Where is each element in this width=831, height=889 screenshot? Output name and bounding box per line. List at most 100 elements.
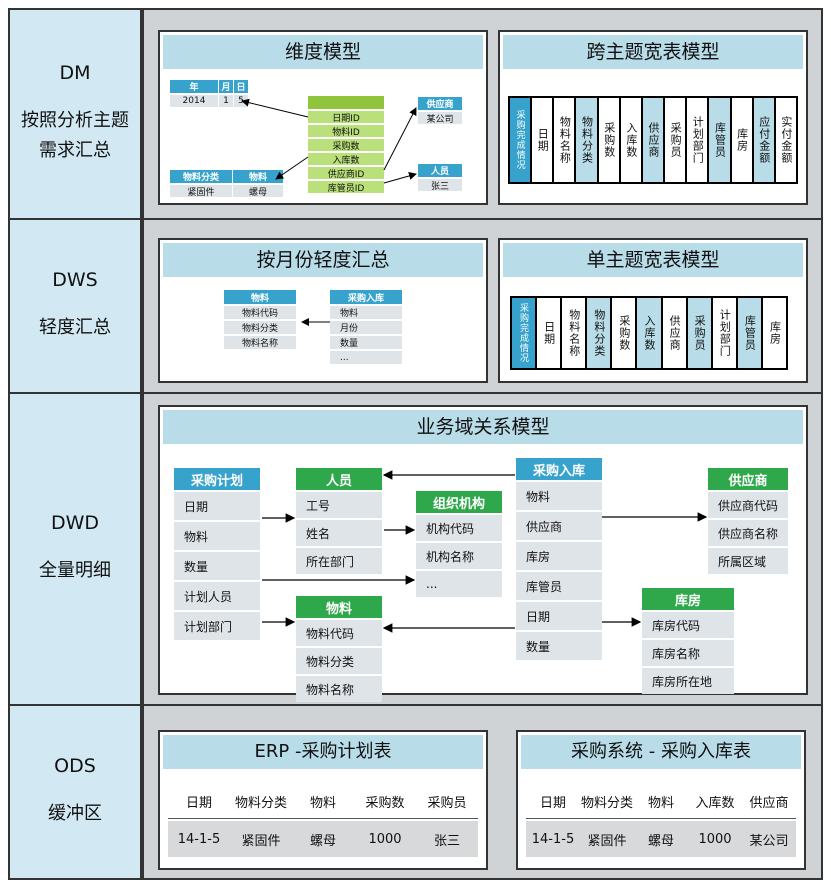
dwd-supplier-head: 供应商 [708, 468, 788, 490]
ods-erp-header: 采购数 [365, 795, 405, 811]
wide-col: 采购数 [596, 96, 621, 184]
ods-pur-divider [526, 818, 796, 819]
dwd-inbound-row: 库房 [516, 541, 602, 570]
ods-erp-header: 物料 [309, 795, 336, 811]
dws-material-head: 物料 [224, 290, 296, 304]
dws-inbound-row: 月份 [330, 320, 402, 334]
month-summary-title: 按月份轻度汇总 [163, 243, 483, 277]
dws-inbound-row: 数量 [330, 335, 402, 349]
wide-col: 入库数 [618, 96, 643, 184]
ods-erp-cell: 张三 [433, 833, 460, 849]
dwd-plan-head: 采购计划 [174, 468, 260, 490]
dim-material-val-name: 螺母 [233, 184, 283, 198]
wide-col: 库管员 [707, 96, 732, 184]
fact-row: 供应商ID [308, 166, 384, 180]
dim-keeper-head: 人员 [418, 164, 462, 177]
dwd-inbound-head: 采购入库 [516, 458, 602, 480]
wide-col: 库房 [729, 96, 754, 184]
dwd-org-row: 机构名称 [416, 542, 502, 569]
single-col: 库管员 [735, 296, 763, 370]
dwd-inbound-row: 库管员 [516, 571, 602, 600]
dim-model-title: 维度模型 [163, 35, 483, 69]
wide-model-title: 跨主题宽表模型 [503, 35, 803, 69]
dwd-person-head: 人员 [296, 468, 382, 490]
fact-row: 入库数 [308, 152, 384, 166]
dwd-material-head: 物料 [296, 596, 382, 618]
ods-pur-cell: 紧固件 [587, 833, 627, 849]
ods-pur-cell: 1000 [698, 831, 732, 847]
ods-erp-header: 物料分类 [234, 795, 287, 811]
single-col: 采购数 [610, 296, 638, 370]
dwd-org-row: ... [416, 570, 502, 597]
single-model-title: 单主题宽表模型 [503, 243, 803, 277]
dim-supplier-val: 某公司 [418, 111, 462, 125]
dwd-inbound-row: 物料 [516, 481, 602, 510]
ods-erp-cell: 1000 [368, 831, 402, 847]
ods-erp-header: 日期 [185, 795, 212, 811]
dwd-person-row: 所在部门 [296, 547, 382, 574]
time-val-day: 5 [234, 94, 248, 107]
wide-col: 物料分类 [574, 96, 599, 184]
fact-row: 采购数 [308, 138, 384, 152]
ods-pur-header: 物料分类 [580, 795, 633, 811]
erp-table-title: ERP -采购计划表 [163, 735, 483, 769]
dwd-warehouse-row: 库房所在地 [642, 667, 734, 694]
dwd-org-row: 机构代码 [416, 514, 502, 541]
wide-col: 计划部门 [685, 96, 710, 184]
wide-col: 采购员 [663, 96, 688, 184]
dwd-material-row: 物料分类 [296, 647, 382, 674]
layer-code: DM [59, 62, 91, 84]
dwd-warehouse-row: 库房名称 [642, 639, 734, 666]
wide-col: 日期 [530, 96, 555, 184]
dwd-org-head: 组织机构 [416, 491, 502, 513]
dws-inbound-row: ... [330, 350, 402, 364]
dwd-plan-row: 物料 [174, 521, 260, 550]
ods-pur-header: 日期 [539, 795, 566, 811]
single-col: 采购员 [685, 296, 713, 370]
dws-material-row: 物料名称 [224, 335, 296, 349]
dwd-person-row: 工号 [296, 491, 382, 518]
dws-material-row: 物料分类 [224, 320, 296, 334]
dwd-material-row: 物料名称 [296, 675, 382, 702]
dws-material-row: 物料代码 [224, 305, 296, 319]
layer-desc: 轻度汇总 [39, 317, 111, 338]
dwd-plan-row: 日期 [174, 491, 260, 520]
fact-row: 日期ID [308, 110, 384, 124]
wide-col: 物料名称 [552, 96, 577, 184]
ods-pur-header: 物料 [647, 795, 674, 811]
ods-erp-header: 采购员 [427, 795, 467, 811]
fact-row: 库管员ID [308, 180, 384, 194]
dwd-plan-row: 计划部门 [174, 611, 260, 640]
time-head-year: 年 [170, 80, 218, 93]
single-col: 日期 [535, 296, 563, 370]
single-col: 物料分类 [585, 296, 613, 370]
dwd-supplier-row: 供应商代码 [708, 491, 788, 518]
ods-pur-cell: 14-1-5 [531, 831, 575, 847]
layer-code: ODS [54, 755, 96, 777]
dwd-supplier-row: 所属区域 [708, 547, 788, 574]
ods-pur-cell: 某公司 [749, 833, 789, 849]
ods-pur-cell: 螺母 [647, 833, 674, 849]
time-val-year: 2014 [170, 94, 218, 107]
dwd-inbound-row: 供应商 [516, 511, 602, 540]
single-col: 入库数 [635, 296, 663, 370]
dwd-warehouse-row: 库房代码 [642, 611, 734, 638]
wide-col: 实付金额 [773, 96, 798, 184]
dws-inbound-head: 采购入库 [330, 290, 402, 304]
fact-row: 物料ID [308, 124, 384, 138]
time-head-month: 月 [219, 80, 233, 93]
wide-col: 应付金额 [751, 96, 776, 184]
layer-desc: 按照分析主题需求汇总 [21, 110, 129, 161]
wide-col: 供应商 [640, 96, 666, 184]
layer-label-dwd: DWD 全量明细 [8, 392, 142, 706]
layer-label-ods: ODS 缓冲区 [8, 704, 142, 880]
layer-label-dws: DWS 轻度汇总 [8, 218, 142, 394]
dim-material-head-cat: 物料分类 [170, 170, 232, 183]
dwd-warehouse-head: 库房 [642, 588, 734, 610]
dim-material-head-name: 物料 [233, 170, 283, 183]
dwd-supplier-row: 供应商名称 [708, 519, 788, 546]
dwd-material-row: 物料代码 [296, 619, 382, 646]
wide-col: 采购完成情况 [508, 96, 533, 184]
ods-pur-header: 供应商 [749, 795, 789, 811]
layer-label-dm: DM 按照分析主题需求汇总 [8, 8, 142, 220]
